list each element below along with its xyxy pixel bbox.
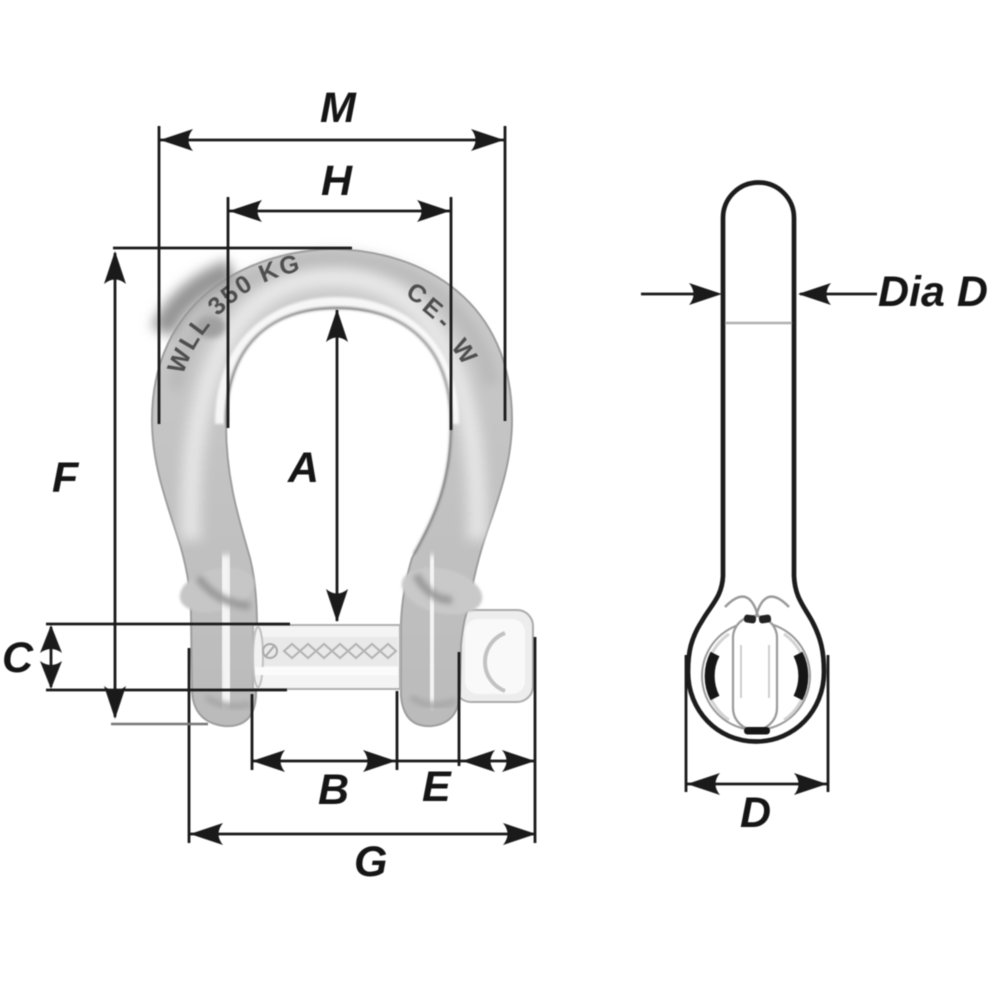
svg-text:M: M	[320, 84, 357, 132]
svg-text:E: E	[422, 763, 452, 811]
svg-text:Dia D: Dia D	[878, 268, 988, 316]
svg-text:C: C	[2, 634, 34, 682]
svg-text:H: H	[321, 157, 353, 205]
svg-text:F: F	[52, 454, 80, 502]
svg-text:D: D	[740, 789, 771, 837]
svg-text:B: B	[318, 766, 349, 814]
svg-text:G: G	[354, 838, 387, 886]
svg-text:A: A	[287, 444, 319, 492]
